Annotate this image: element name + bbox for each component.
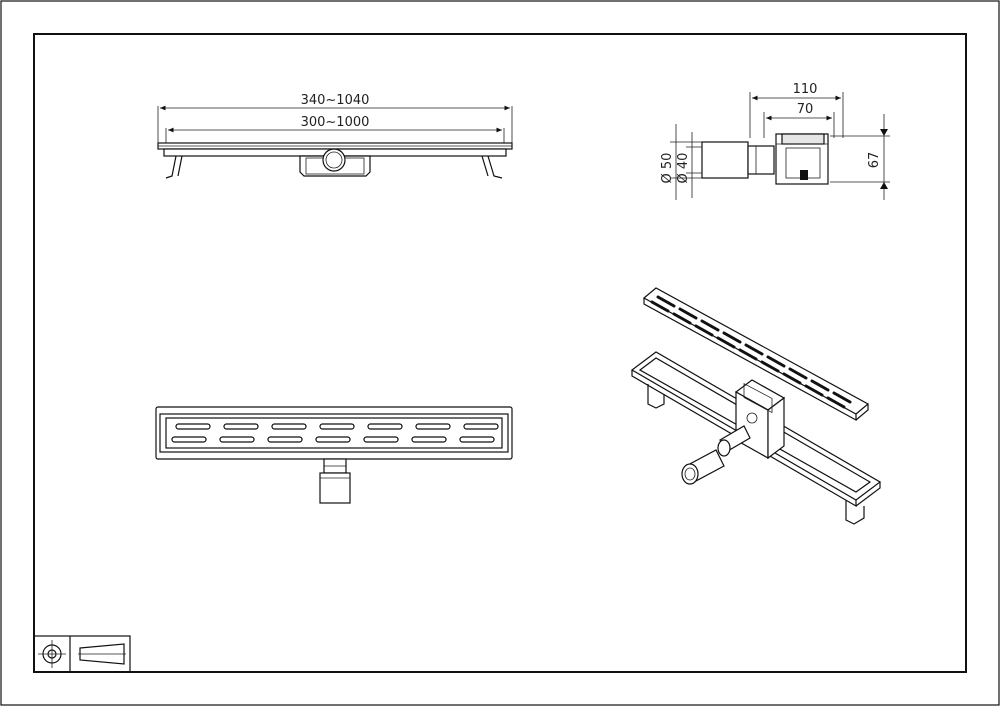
grating-slot [219,436,255,443]
side-elevation-view: 110 70 67 Ø 50 Ø 40 [660,82,890,200]
grating-slot [415,423,451,430]
front-elevation-view: 340~1040 300~1000 [157,93,513,179]
iso-grating-slot [738,348,758,361]
grating-slot [319,423,355,430]
iso-grating-slot [700,319,720,332]
iso-grating-slot [650,300,670,313]
height-67-label: 67 [867,152,882,169]
width-110-label: 110 [793,82,818,97]
grating-slot [363,436,399,443]
iso-grating-slot [678,307,698,320]
grating-slot [367,423,403,430]
iso-grating-slot [832,391,852,404]
projection-symbol-block [33,635,131,673]
iso-grating-slot [672,312,692,325]
iso-grating-slot [810,379,830,392]
iso-grating-slot [788,367,808,380]
iso-grating-slot [782,372,802,385]
grating-slot [459,436,495,443]
grating-slot [271,423,307,430]
first-angle-projection-icon [38,640,126,668]
iso-grating-slot [760,360,780,373]
iso-grating-slot [826,396,846,409]
grating-slot [175,423,211,430]
grating-slot [223,423,259,430]
diameter-40-label: Ø 40 [676,153,691,184]
iso-grating-slots [650,295,852,409]
grating-slot [267,436,303,443]
iso-grating-slot [804,384,824,397]
overall-dimension-label: 340~1040 [301,93,370,108]
inner-dimension-label: 300~1000 [301,115,370,130]
drawing-frame [33,33,967,673]
grating-slot [411,436,447,443]
grating-slot [463,423,499,430]
plan-view [155,406,513,504]
isometric-view [630,287,882,525]
iso-grating-slot [694,324,714,337]
width-70-label: 70 [797,102,814,117]
iso-grating-slot [766,355,786,368]
grating-slot [171,436,207,443]
iso-grating-slot [722,331,742,344]
diameter-50-label: Ø 50 [660,153,675,184]
grating-slot [315,436,351,443]
grating-slots [171,423,499,443]
iso-grating-slot [656,295,676,308]
iso-grating-slot [744,343,764,356]
iso-grating-slot [716,336,736,349]
